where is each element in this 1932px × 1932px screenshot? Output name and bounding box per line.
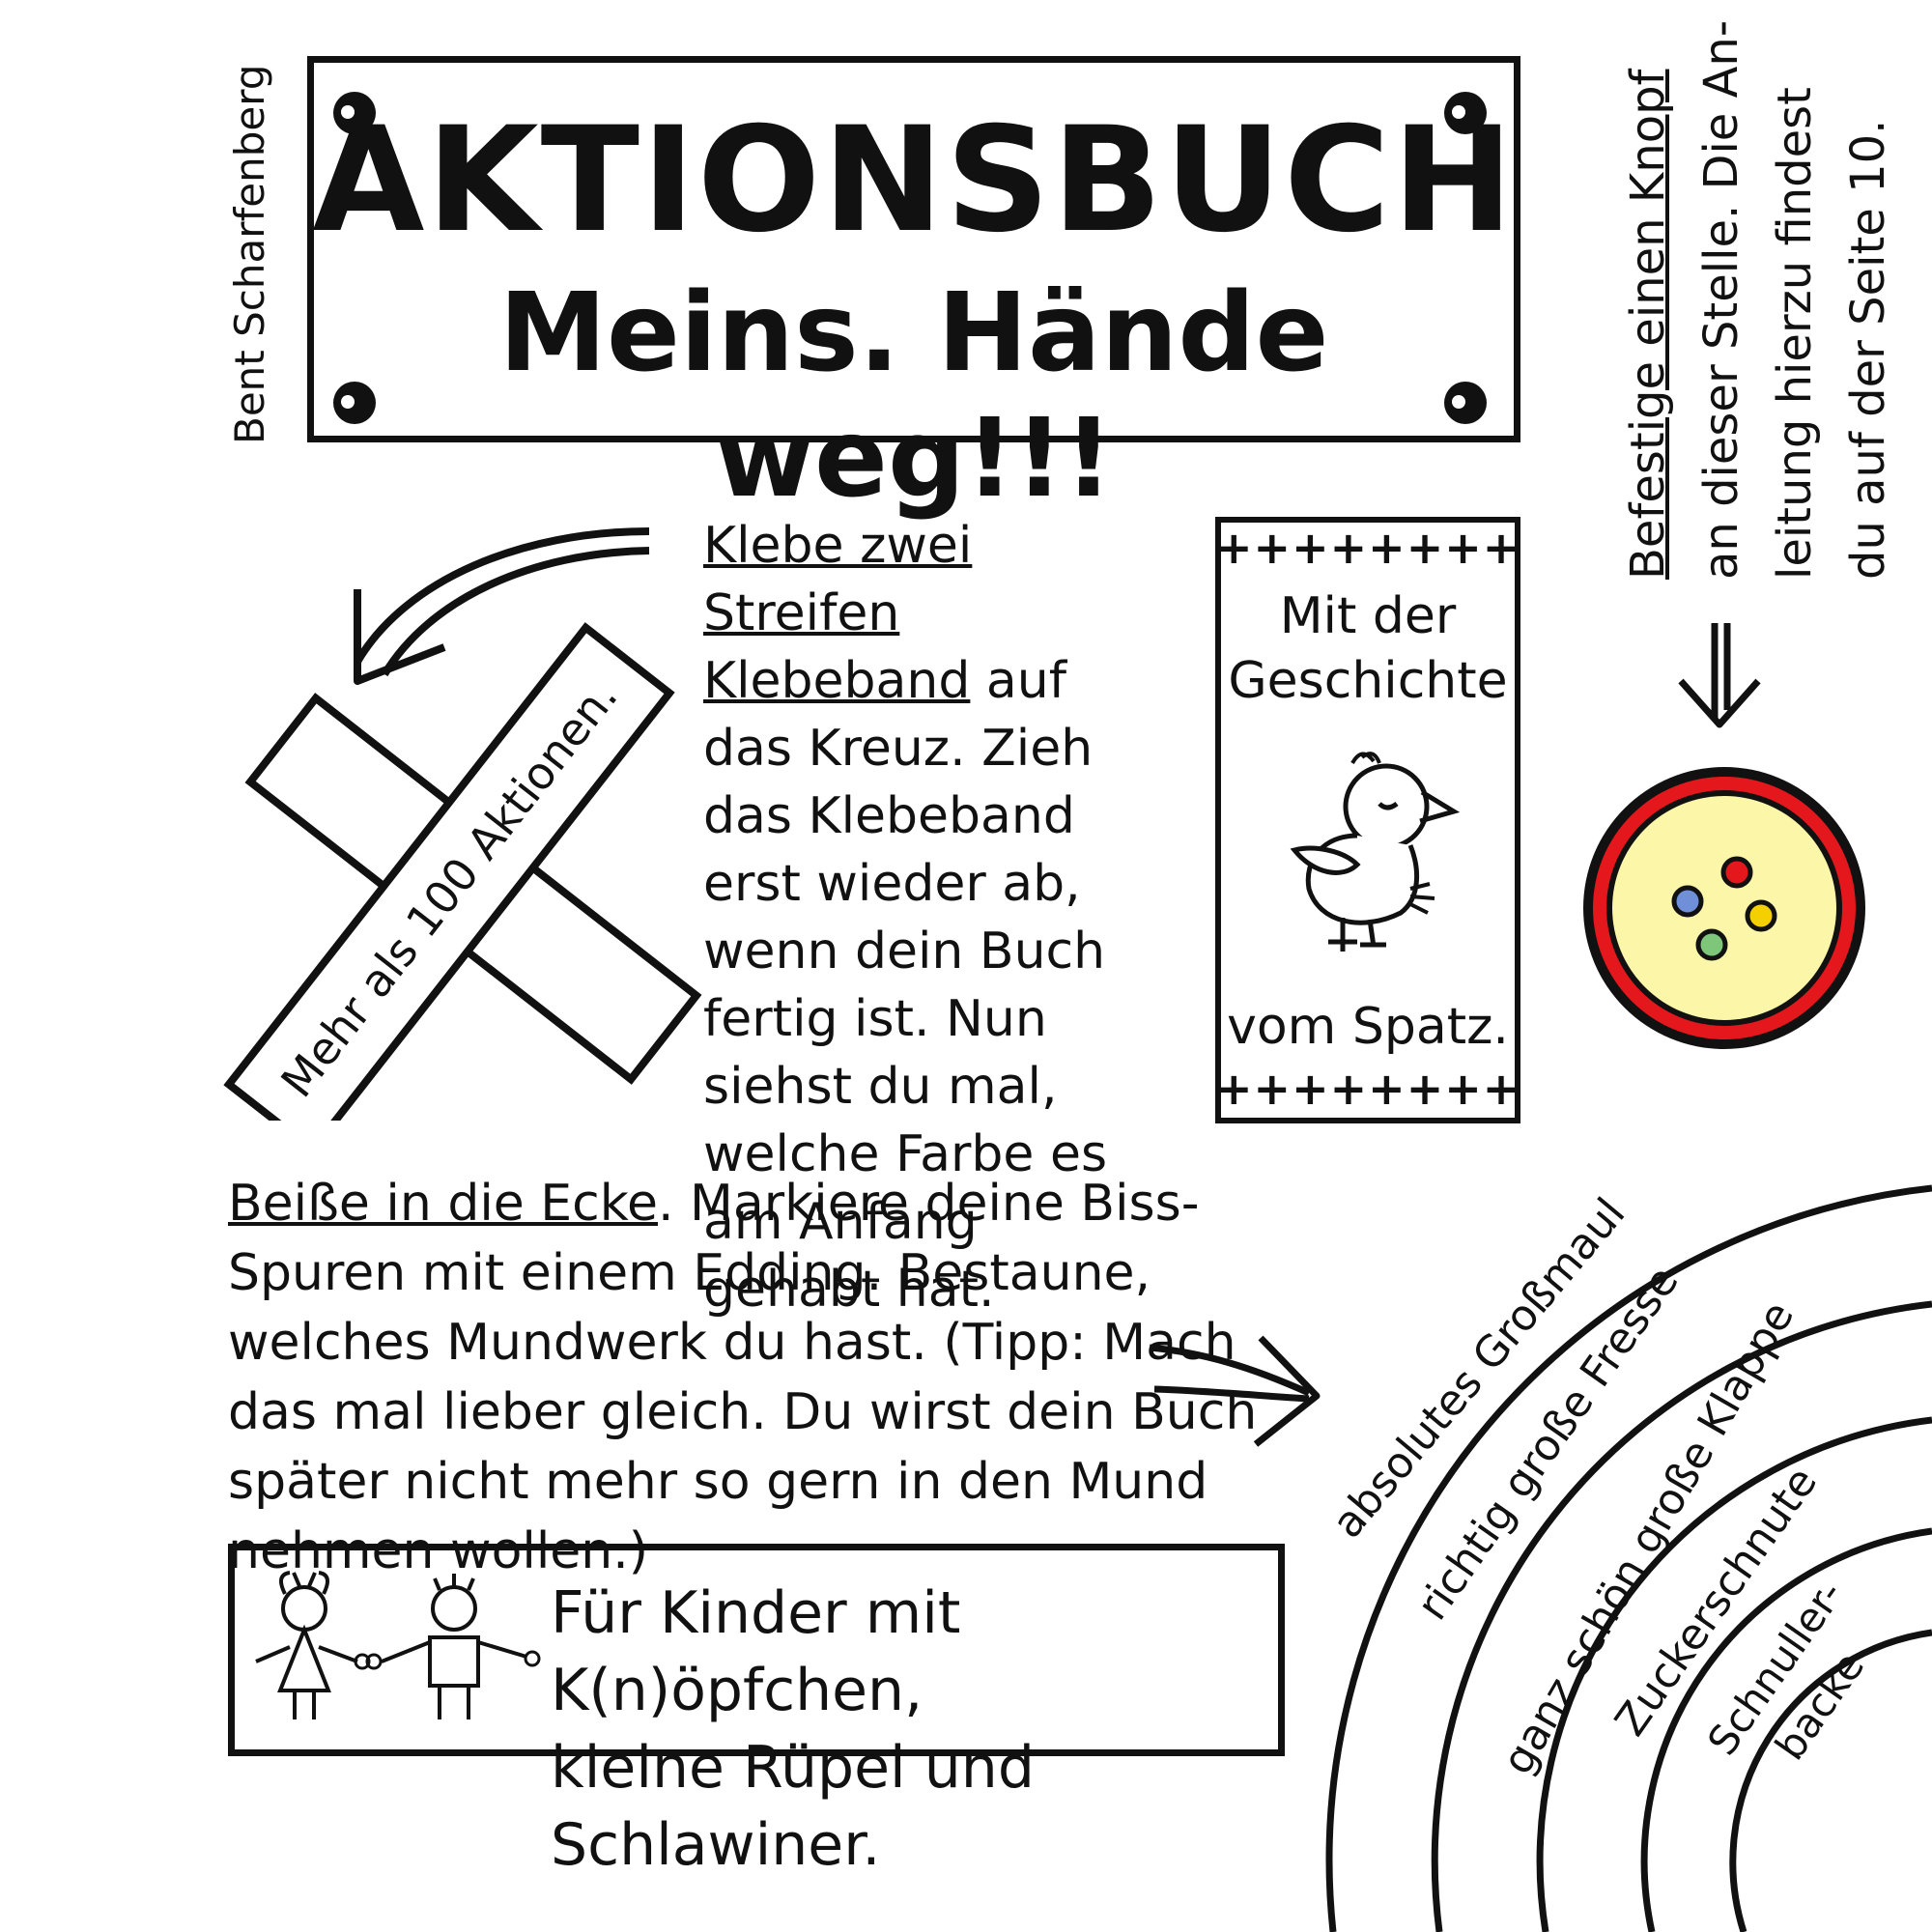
button-instruction-line-3: leitung hierzu findest — [1768, 87, 1822, 580]
button-instruction-line-2: an dieser Stelle. Die An- — [1694, 19, 1748, 580]
button-icon — [1583, 767, 1865, 1049]
target-audience-line-1: Für Kinder mit K(n)öpfchen, — [551, 1579, 961, 1724]
right-arrow-icon — [1149, 1335, 1321, 1447]
tape-instruction-body: auf das Kreuz. Zieh das Klebeband erst w… — [703, 652, 1108, 1319]
screw-icon — [1444, 92, 1487, 134]
author-name: Bent Scharfenberg — [226, 64, 273, 444]
tape-instruction-heading: Klebe zwei Streifen Klebeband — [703, 517, 973, 710]
sparrow-line-2: Geschichte — [1228, 652, 1508, 710]
target-audience-line-2: kleine Rüpel und Schlawiner. — [551, 1734, 1035, 1879]
arrow-head-icon — [354, 589, 446, 685]
bite-instruction: Beiße in die Ecke. Markiere deine Biss-S… — [228, 1169, 1271, 1586]
screw-icon — [333, 382, 376, 424]
book-title: AKTIONSBUCH — [312, 97, 1516, 265]
bite-scale-arcs: absolutes Großmaul richtig große Fresse … — [1322, 1184, 1932, 1932]
target-audience-text: Für Kinder mit K(n)öpfchen, kleine Rüpel… — [551, 1575, 1265, 1884]
down-arrow-icon — [1678, 623, 1761, 728]
screw-icon — [1444, 382, 1487, 424]
curved-arrow-icon — [354, 527, 650, 665]
button-instruction-heading: Befestige einen Knopf — [1621, 69, 1675, 580]
tape-instruction: Klebe zwei Streifen Klebeband auf das Kr… — [703, 512, 1167, 1323]
target-audience-box — [228, 1544, 1285, 1756]
bite-instruction-heading: Beiße in die Ecke — [228, 1175, 658, 1233]
screw-icon — [333, 92, 376, 134]
button-instruction-line-4: du auf der Seite 10. — [1841, 119, 1895, 580]
plus-border-bottom: ++++++++ — [1215, 1063, 1521, 1115]
tape-cross-illustration: Mehr als 100 Aktionen. — [223, 527, 702, 1121]
children-icon — [255, 1571, 541, 1719]
sparrow-line-3: vom Spatz. — [1227, 998, 1509, 1056]
sparrow-story-box — [1215, 517, 1520, 1123]
title-frame — [307, 56, 1520, 442]
book-subtitle: Meins. Hände weg!!! — [498, 270, 1329, 522]
button-instruction: Befestige einen Knopf an dieser Stelle. … — [1611, 20, 1905, 580]
sparrow-icon — [1290, 752, 1461, 952]
bite-instruction-body: . Markiere deine Biss-Spuren mit einem E… — [228, 1175, 1258, 1580]
plus-border-top: ++++++++ — [1215, 522, 1521, 574]
sparrow-line-1: Mit der — [1279, 587, 1457, 645]
